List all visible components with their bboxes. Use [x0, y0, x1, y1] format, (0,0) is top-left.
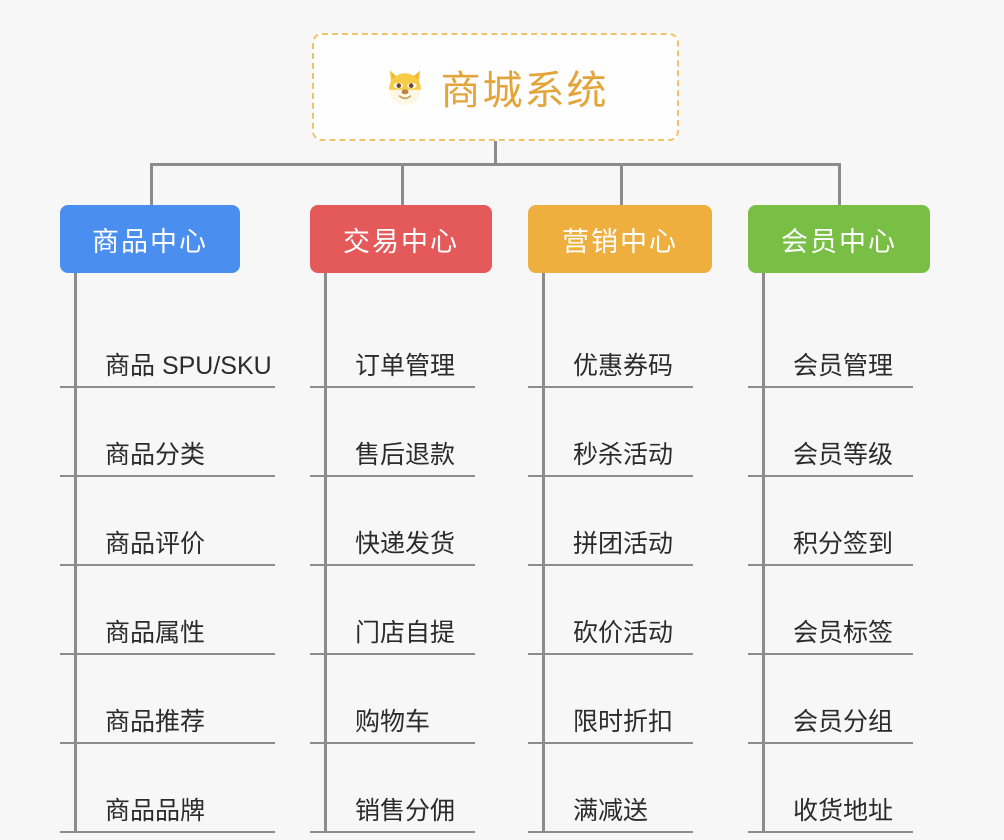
branch-product-center: 商品中心 商品 SPU/SKU 商品分类 商品评价 商品属性 商品推荐 商品品牌	[60, 205, 275, 833]
leaf-item[interactable]: 限时折扣	[528, 655, 693, 744]
connector-drop-branch-3	[620, 163, 623, 205]
leaf-label: 订单管理	[355, 351, 456, 380]
leaf-item[interactable]: 会员分组	[748, 655, 913, 744]
leaf-item[interactable]: 收货地址	[748, 744, 913, 833]
leaf-label: 砍价活动	[573, 618, 674, 647]
root-title: 商城系统	[440, 69, 609, 113]
leaf-label: 购物车	[355, 707, 431, 736]
leaf-label: 商品属性	[105, 618, 206, 647]
branch-header-member-center[interactable]: 会员中心	[748, 205, 930, 273]
connector-horizontal-bus	[150, 163, 840, 166]
leaf-item[interactable]: 商品评价	[60, 477, 275, 566]
connector-drop-branch-4	[838, 163, 841, 205]
leaf-item[interactable]: 销售分佣	[310, 744, 475, 833]
leaf-label: 销售分佣	[355, 796, 456, 825]
leaf-label: 满减送	[573, 796, 649, 825]
branch-trunk-line	[74, 273, 77, 833]
leaf-label: 会员等级	[793, 440, 894, 469]
branch-trade-center: 交易中心 订单管理 售后退款 快递发货 门店自提 购物车 销售分佣	[310, 205, 492, 833]
branch-trunk-line	[542, 273, 545, 833]
branch-header-product-center[interactable]: 商品中心	[60, 205, 240, 273]
leaf-item[interactable]: 商品分类	[60, 388, 275, 477]
leaf-item[interactable]: 拼团活动	[528, 477, 693, 566]
connector-root-stem	[494, 141, 497, 165]
branch-label: 会员中心	[781, 226, 897, 257]
branch-label: 营销中心	[562, 226, 678, 257]
leaf-label: 优惠券码	[573, 351, 674, 380]
leaf-item[interactable]: 砍价活动	[528, 566, 693, 655]
leaf-label: 收货地址	[793, 796, 894, 825]
leaf-item[interactable]: 商品属性	[60, 566, 275, 655]
leaf-label: 秒杀活动	[573, 440, 674, 469]
leaf-label: 限时折扣	[573, 707, 674, 736]
leaf-item[interactable]: 售后退款	[310, 388, 475, 477]
leaf-list-product-center: 商品 SPU/SKU 商品分类 商品评价 商品属性 商品推荐 商品品牌	[60, 273, 275, 833]
connector-drop-branch-1	[150, 163, 153, 205]
leaf-item[interactable]: 满减送	[528, 744, 693, 833]
branch-header-marketing-center[interactable]: 营销中心	[528, 205, 712, 273]
leaf-item[interactable]: 会员标签	[748, 566, 913, 655]
connector-drop-branch-2	[401, 163, 404, 205]
leaf-label: 积分签到	[793, 529, 894, 558]
leaf-item[interactable]: 购物车	[310, 655, 475, 744]
leaf-list-trade-center: 订单管理 售后退款 快递发货 门店自提 购物车 销售分佣	[310, 273, 492, 833]
leaf-label: 商品推荐	[105, 707, 206, 736]
leaf-label: 商品分类	[105, 440, 206, 469]
leaf-item[interactable]: 门店自提	[310, 566, 475, 655]
leaf-item[interactable]: 秒杀活动	[528, 388, 693, 477]
leaf-item[interactable]: 会员等级	[748, 388, 913, 477]
leaf-label: 会员管理	[793, 351, 894, 380]
leaf-item[interactable]: 会员管理	[748, 299, 913, 388]
leaf-list-member-center: 会员管理 会员等级 积分签到 会员标签 会员分组 收货地址	[748, 273, 930, 833]
leaf-label: 快递发货	[355, 529, 456, 558]
leaf-item[interactable]: 商品 SPU/SKU	[60, 299, 275, 388]
leaf-label: 商品评价	[105, 529, 206, 558]
branch-label: 商品中心	[92, 226, 208, 257]
root-node-shop-system[interactable]: 商城系统	[312, 33, 679, 141]
leaf-item[interactable]: 商品推荐	[60, 655, 275, 744]
leaf-label: 会员标签	[793, 618, 894, 647]
leaf-label: 门店自提	[355, 618, 456, 647]
leaf-item[interactable]: 订单管理	[310, 299, 475, 388]
leaf-item[interactable]: 快递发货	[310, 477, 475, 566]
leaf-item[interactable]: 优惠券码	[528, 299, 693, 388]
leaf-item[interactable]: 商品品牌	[60, 744, 275, 833]
branch-header-trade-center[interactable]: 交易中心	[310, 205, 492, 273]
branch-label: 交易中心	[343, 226, 459, 257]
branch-marketing-center: 营销中心 优惠券码 秒杀活动 拼团活动 砍价活动 限时折扣 满减送	[528, 205, 712, 833]
leaf-list-marketing-center: 优惠券码 秒杀活动 拼团活动 砍价活动 限时折扣 满减送	[528, 273, 712, 833]
leaf-label: 商品品牌	[105, 796, 206, 825]
branch-trunk-line	[762, 273, 765, 833]
leaf-label: 拼团活动	[573, 529, 674, 558]
branch-trunk-line	[324, 273, 327, 833]
leaf-item[interactable]: 积分签到	[748, 477, 913, 566]
branch-member-center: 会员中心 会员管理 会员等级 积分签到 会员标签 会员分组 收货地址	[748, 205, 930, 833]
leaf-label: 商品 SPU/SKU	[105, 351, 272, 380]
shiba-dog-face-icon	[383, 65, 427, 109]
leaf-label: 售后退款	[355, 440, 456, 469]
leaf-label: 会员分组	[793, 707, 894, 736]
